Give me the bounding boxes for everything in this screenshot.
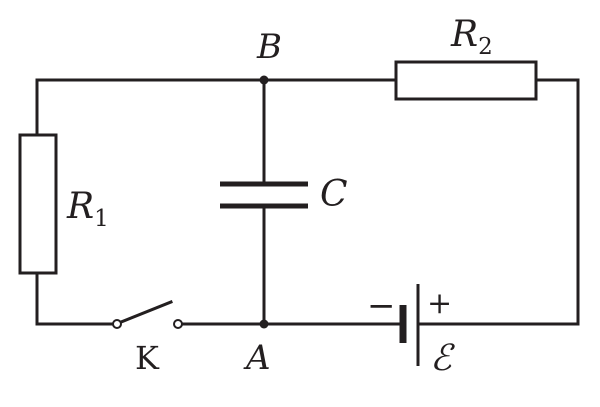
node-b-dot bbox=[259, 75, 269, 85]
r2-label: R2 bbox=[450, 14, 493, 60]
node-a-dot bbox=[259, 319, 269, 329]
wires bbox=[35, 78, 580, 326]
r1-subscript: 1 bbox=[94, 206, 109, 232]
r2-letter: R bbox=[450, 14, 478, 55]
capacitor-label: C bbox=[320, 174, 348, 215]
battery-minus-label: − bbox=[367, 286, 396, 326]
r2-subscript: 2 bbox=[478, 34, 493, 60]
capacitor bbox=[220, 181, 308, 209]
r1-label: R1 bbox=[66, 186, 109, 232]
node-b-label: B bbox=[256, 27, 282, 67]
resistor-r1 bbox=[18, 133, 58, 275]
battery-plus-label: + bbox=[427, 286, 452, 321]
emf-label: ℰ bbox=[430, 338, 455, 379]
r1-letter: R bbox=[66, 186, 94, 227]
switch-contact-left bbox=[112, 319, 122, 329]
node-a-label: A bbox=[243, 338, 271, 378]
switch bbox=[112, 300, 183, 329]
switch-contact-right bbox=[173, 319, 183, 329]
switch-label: K bbox=[135, 339, 160, 377]
battery bbox=[399, 284, 420, 366]
switch-lever bbox=[119, 300, 173, 324]
resistor-r2 bbox=[394, 60, 538, 101]
